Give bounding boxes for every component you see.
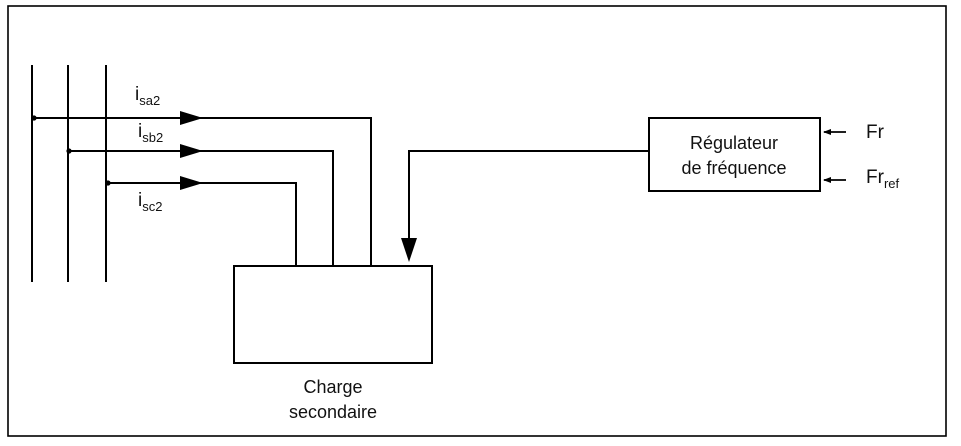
input-label-fr-ref: Frref [866, 167, 899, 191]
arrow-current-a [180, 111, 203, 125]
input-label-fr: Fr [866, 122, 885, 143]
three-phase-bus [31, 65, 107, 282]
load-label-line1: Charge [303, 377, 362, 397]
secondary-load-box [233, 265, 433, 364]
regulator-label-line2: de fréquence [681, 158, 786, 178]
wire-phase-c [108, 182, 297, 266]
arrow-current-b [180, 144, 203, 158]
label-current-b: isb2 [138, 121, 163, 145]
arrow-current-c [180, 176, 203, 190]
diagram-frame [7, 5, 947, 437]
regulator-label-line1: Régulateur [690, 133, 778, 153]
label-current-a: isa2 [135, 84, 160, 108]
frequency-regulator-box [648, 117, 821, 192]
control-signal-line [408, 150, 649, 240]
control-signal-arrowhead [401, 238, 417, 262]
label-current-c: isc2 [138, 190, 162, 214]
load-label-line2: secondaire [289, 402, 377, 422]
wire-phase-b [69, 150, 334, 266]
wire-phase-a [34, 117, 372, 266]
